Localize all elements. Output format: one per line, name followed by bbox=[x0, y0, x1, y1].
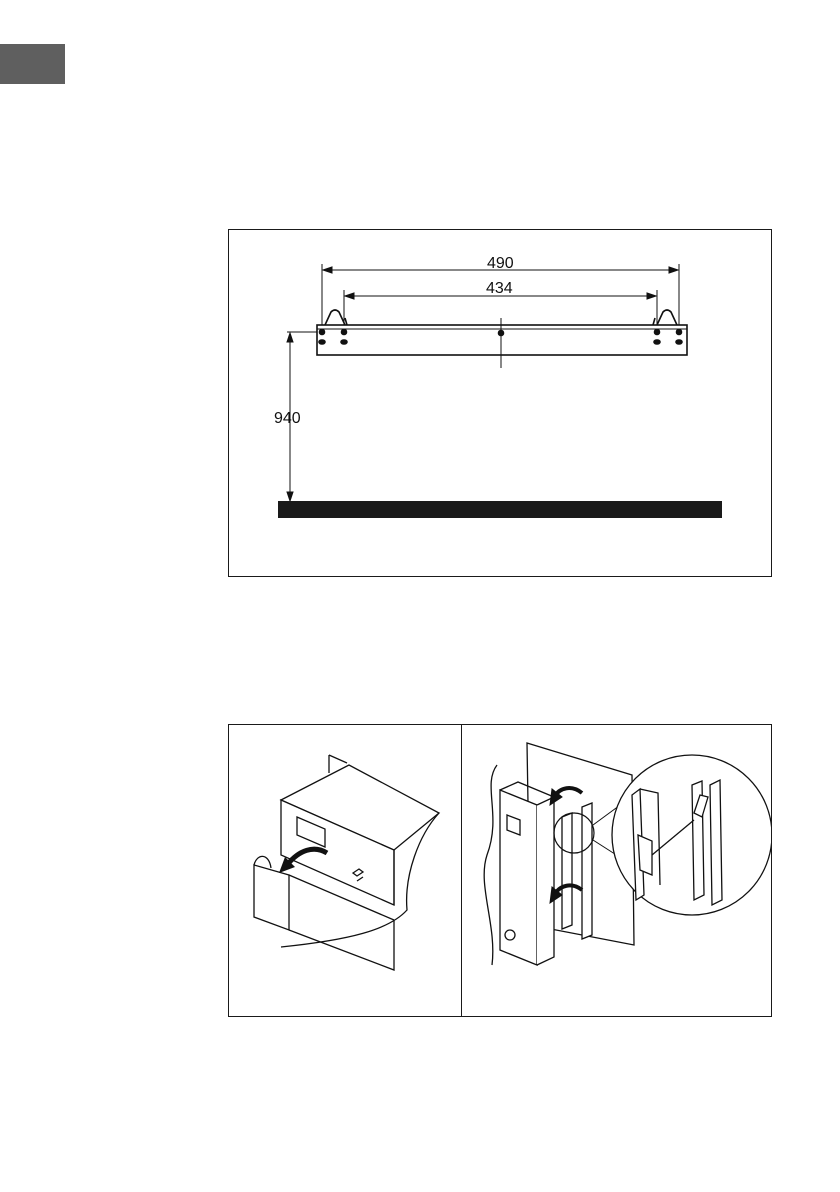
bracket-icon bbox=[317, 310, 687, 368]
remove-cover-panel bbox=[229, 725, 461, 1016]
hook-detail-icon bbox=[612, 755, 771, 915]
mounting-diagram-frame: 490 434 bbox=[228, 229, 772, 577]
mounting-diagram: 490 434 bbox=[229, 230, 771, 576]
outer-width-label: 490 bbox=[487, 255, 514, 272]
hang-appliance-panel bbox=[462, 725, 771, 1016]
inner-width-label: 434 bbox=[486, 280, 513, 297]
page-tab-marker bbox=[0, 44, 65, 84]
floor-bar bbox=[278, 501, 722, 518]
installation-diagram-frame bbox=[228, 724, 772, 1017]
height-label: 940 bbox=[274, 410, 301, 427]
